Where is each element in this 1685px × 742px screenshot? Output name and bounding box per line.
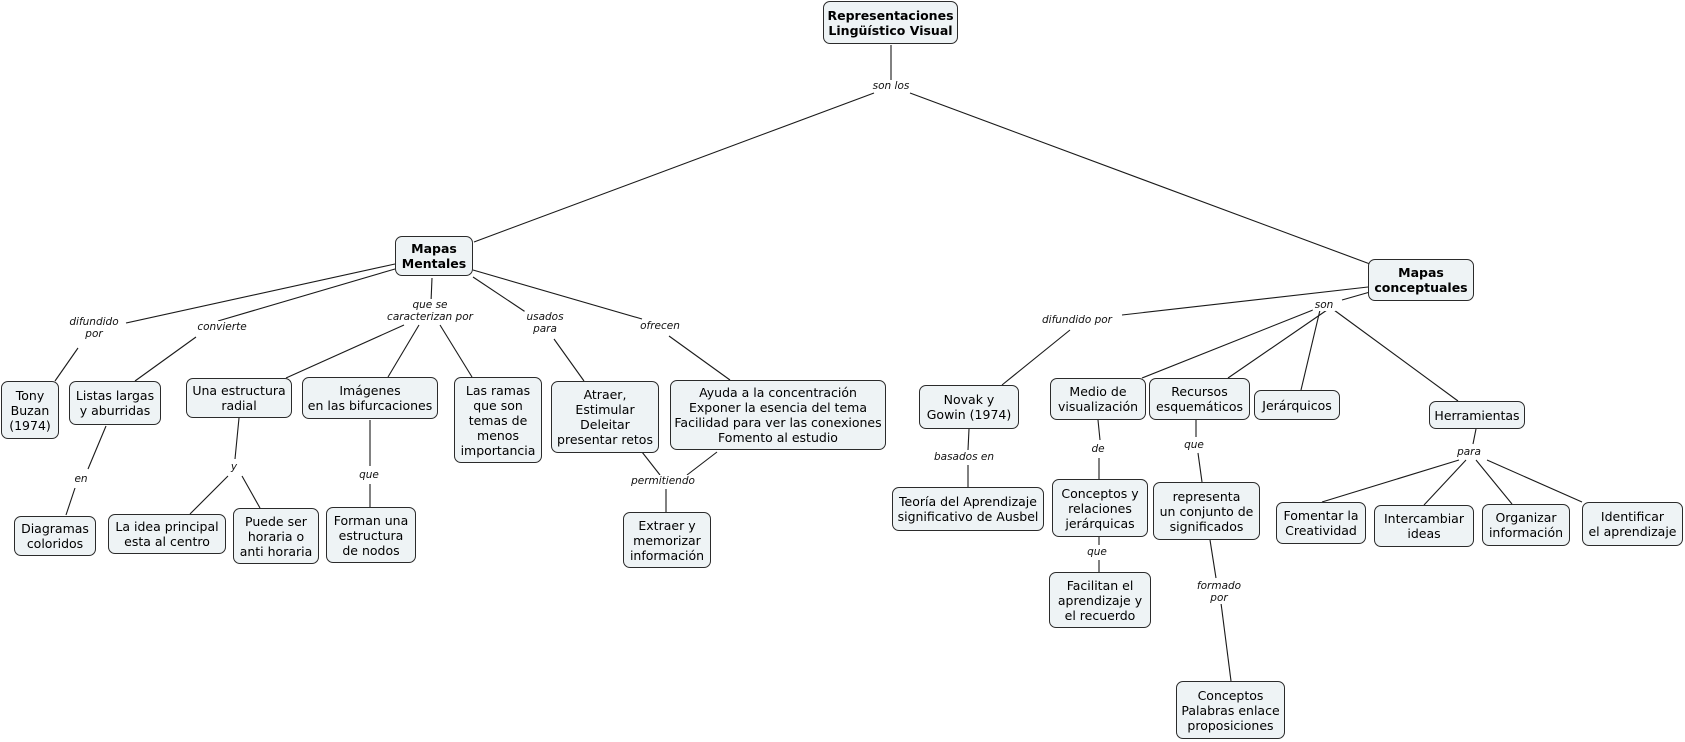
node-mapas-conceptuales[interactable]: Mapas conceptuales bbox=[1368, 259, 1474, 301]
connector-line bbox=[217, 268, 396, 322]
connector-line bbox=[909, 92, 1371, 265]
node-listas-largas[interactable]: Listas largas y aburridas bbox=[69, 381, 161, 425]
connector-line bbox=[1333, 309, 1459, 402]
connector-line bbox=[1341, 291, 1371, 301]
node-conceptos-pal[interactable]: Conceptos Palabras enlace proposiciones bbox=[1176, 681, 1285, 739]
connector-line bbox=[241, 475, 261, 509]
connector-line bbox=[1321, 459, 1460, 503]
connector-line bbox=[1423, 459, 1467, 506]
node-teoria[interactable]: Teoría del Aprendizaje significativo de … bbox=[892, 487, 1044, 531]
link-label-son: son bbox=[1312, 299, 1336, 311]
connector-line bbox=[686, 451, 718, 476]
link-label-basados-en: basados en bbox=[931, 451, 997, 463]
link-label-son-los: son los bbox=[870, 80, 912, 92]
node-imagenes[interactable]: Imágenes en las bifurcaciones bbox=[302, 377, 438, 419]
node-herramientas[interactable]: Herramientas bbox=[1429, 401, 1525, 429]
node-tony-buzan[interactable]: Tony Buzan (1974) bbox=[1, 381, 59, 439]
connector-line bbox=[1227, 309, 1328, 379]
connector-line bbox=[1220, 602, 1232, 682]
connector-line bbox=[1475, 459, 1513, 505]
node-root[interactable]: Representaciones Lingüístico Visual bbox=[823, 1, 958, 44]
connector-line bbox=[1197, 452, 1203, 483]
connector-line bbox=[1472, 428, 1477, 445]
node-ramas[interactable]: Las ramas que son temas de menos importa… bbox=[454, 377, 542, 463]
connector-line bbox=[387, 324, 420, 378]
link-label-que-se-caracterizan: que se caracterizan por bbox=[385, 299, 475, 323]
connector-line bbox=[65, 487, 76, 516]
link-label-en: en bbox=[72, 473, 90, 485]
connector-line bbox=[54, 347, 79, 382]
node-representa[interactable]: representa un conjunto de significados bbox=[1153, 482, 1260, 540]
node-identificar[interactable]: Identificar el aprendizaje bbox=[1582, 502, 1683, 546]
node-jerarquicos[interactable]: Jerárquicos bbox=[1254, 390, 1340, 420]
node-puede-ser[interactable]: Puede ser horaria o anti horaria bbox=[233, 508, 319, 564]
node-estructura-radial[interactable]: Una estructura radial bbox=[186, 378, 292, 418]
link-label-permitiendo: permitiendo bbox=[629, 475, 697, 487]
link-label-que-imagenes: que bbox=[357, 469, 381, 481]
link-label-que-recursos: que bbox=[1182, 439, 1206, 451]
connector-line bbox=[1001, 329, 1071, 386]
node-extraer[interactable]: Extraer y memorizar información bbox=[623, 512, 711, 568]
node-mapas-mentales[interactable]: Mapas Mentales bbox=[395, 236, 473, 276]
link-label-convierte: convierte bbox=[195, 321, 249, 333]
connector-line bbox=[125, 263, 396, 324]
connector-line bbox=[553, 338, 585, 382]
node-atraer[interactable]: Atraer, Estimular Deleitar presentar ret… bbox=[551, 381, 659, 453]
connector-line bbox=[473, 92, 875, 243]
node-recursos[interactable]: Recursos esquemáticos bbox=[1149, 378, 1250, 420]
connector-line bbox=[234, 417, 240, 460]
connector-line bbox=[189, 475, 229, 515]
connector-line bbox=[87, 425, 107, 470]
connector-line bbox=[1121, 286, 1369, 316]
node-idea-principal[interactable]: La idea principal esta al centro bbox=[108, 514, 226, 554]
link-label-ofrecen: ofrecen bbox=[638, 320, 682, 332]
connector-line bbox=[430, 277, 433, 303]
link-label-difundido-por-mm: difundido por bbox=[67, 316, 121, 340]
link-label-para: para bbox=[1455, 446, 1483, 458]
link-label-y: y bbox=[228, 461, 240, 473]
node-medio[interactable]: Medio de visualización bbox=[1050, 378, 1146, 420]
link-label-formado-por: formado por bbox=[1194, 580, 1244, 604]
node-ayuda[interactable]: Ayuda a la concentración Exponer la esen… bbox=[670, 380, 886, 450]
node-diagramas[interactable]: Diagramas coloridos bbox=[14, 516, 96, 556]
link-label-usados-para: usados para bbox=[524, 311, 566, 335]
connector-line bbox=[285, 324, 405, 379]
node-intercambiar[interactable]: Intercambiar ideas bbox=[1374, 505, 1474, 547]
connector-line bbox=[1300, 309, 1321, 391]
node-organizar[interactable]: Organizar información bbox=[1482, 504, 1570, 546]
link-label-que-conceptos: que bbox=[1085, 546, 1109, 558]
connector-line bbox=[1209, 539, 1217, 579]
node-novak[interactable]: Novak y Gowin (1974) bbox=[919, 385, 1019, 429]
connector-line bbox=[1141, 307, 1319, 379]
node-fomentar[interactable]: Fomentar la Creatividad bbox=[1276, 502, 1366, 544]
node-facilitan[interactable]: Facilitan el aprendizaje y el recuerdo bbox=[1049, 572, 1151, 628]
connector-line bbox=[1097, 419, 1101, 441]
link-label-difundido-por-mc: difundido por bbox=[1039, 314, 1115, 326]
connector-line bbox=[668, 335, 731, 381]
node-forman[interactable]: Forman una estructura de nodos bbox=[326, 507, 416, 563]
connector-line bbox=[641, 451, 661, 476]
connector-line bbox=[472, 276, 528, 314]
connector-line bbox=[439, 324, 473, 378]
connector-line bbox=[134, 336, 197, 382]
node-conceptos-rel[interactable]: Conceptos y relaciones jerárquicas bbox=[1052, 479, 1148, 537]
link-label-de: de bbox=[1089, 443, 1107, 455]
connector-line bbox=[967, 428, 970, 451]
connector-line bbox=[1486, 459, 1583, 503]
connector-line bbox=[472, 269, 643, 320]
